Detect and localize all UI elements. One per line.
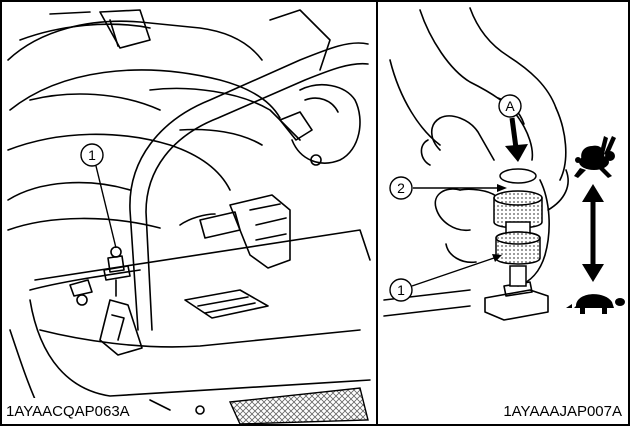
turtle-icon: [566, 294, 625, 314]
callout-1-right: 1: [390, 254, 502, 301]
callout-1-left: 1: [81, 144, 116, 248]
callout-a-label: A: [505, 98, 515, 114]
grille-mesh: [230, 388, 368, 424]
rabbit-icon: [574, 136, 616, 178]
left-illustration: [8, 10, 370, 414]
right-illustration: [384, 8, 568, 320]
callout-2: 2: [390, 177, 507, 199]
callout-2-label: 2: [397, 180, 405, 196]
callout-1-left-label: 1: [88, 147, 96, 163]
figure-id-left: 1AYAACQAP063A: [6, 403, 130, 420]
double-arrow-icon: [582, 184, 604, 282]
callout-1-right-label: 1: [397, 282, 405, 298]
callout-a: A: [499, 95, 528, 162]
figure-id-right: 1AYAAAJAP007A: [503, 403, 622, 420]
